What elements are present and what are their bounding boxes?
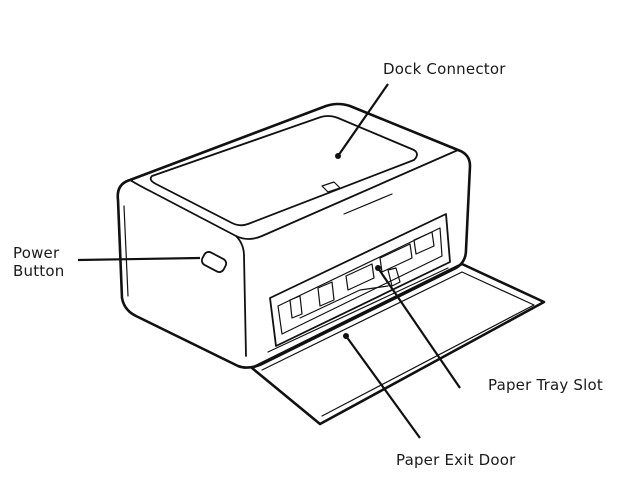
label-dock-connector: Dock Connector: [383, 60, 506, 78]
power-button: [200, 251, 228, 273]
label-power-line-2: Button: [13, 262, 64, 280]
label-paper-exit-door: Paper Exit Door: [396, 451, 516, 469]
label-paper-tray-slot: Paper Tray Slot: [488, 376, 603, 394]
printer-body: [116, 102, 472, 369]
label-power-line-1: Power: [13, 244, 60, 262]
callout-leaders: [77, 83, 461, 439]
paper-tray-slot: [267, 213, 451, 353]
